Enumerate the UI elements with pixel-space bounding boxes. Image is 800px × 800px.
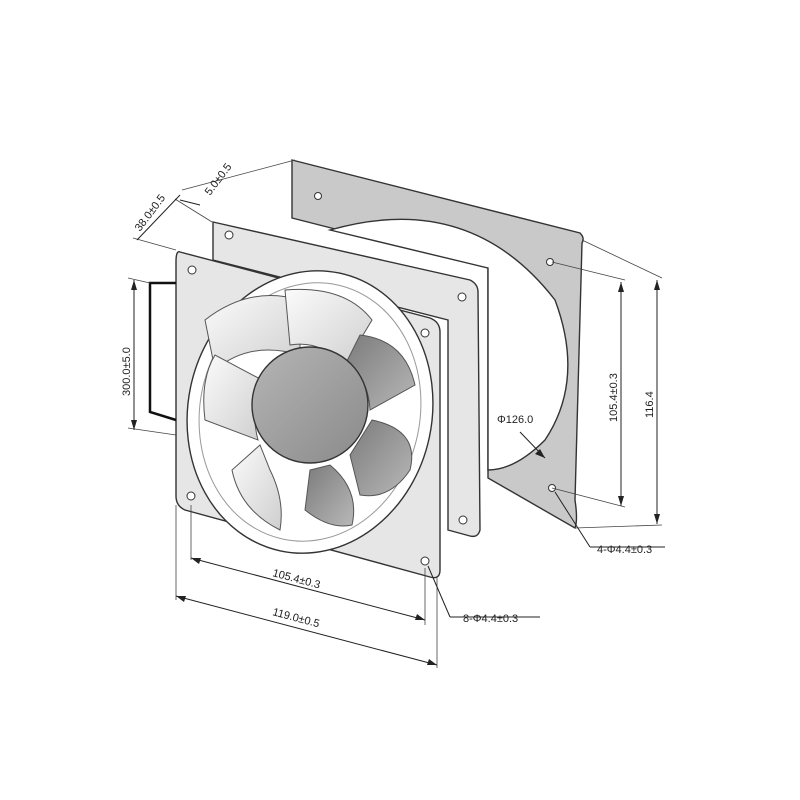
dim-front-holes: 8-Φ4.4±0.3 xyxy=(463,613,518,625)
fan-blade xyxy=(349,419,413,497)
front-mount-hole xyxy=(187,265,197,275)
fan-blade xyxy=(231,444,282,531)
fan-blade xyxy=(304,464,355,527)
fan-hub xyxy=(251,346,369,464)
dim-diameter: Φ126.0 xyxy=(497,414,533,426)
lead-wire xyxy=(148,281,177,422)
front-mount-hole xyxy=(420,328,430,338)
rear-mount-hole xyxy=(314,192,322,200)
dim-flange: 5.0±0.5 xyxy=(203,161,235,197)
dim-cable-length: 300.0±5.0 xyxy=(121,347,133,396)
dim-rear-holes: 4-Φ4.4±0.3 xyxy=(597,544,652,556)
dimension-lines xyxy=(127,159,665,668)
front-mount-hole xyxy=(420,556,430,566)
front-mount-hole xyxy=(186,491,196,501)
fan-blades xyxy=(203,288,416,531)
fan-housing-side xyxy=(212,221,481,538)
dim-side-overall: 116.4 xyxy=(644,391,656,418)
rear-gasket xyxy=(291,159,584,530)
fan-blade xyxy=(284,288,373,366)
dim-bottom-overall: 119.0±0.5 xyxy=(271,606,321,630)
dim-side-hole-pitch: 105.4±0.3 xyxy=(608,373,620,422)
fan-front-frame xyxy=(175,251,441,579)
dim-bottom-hole-pitch: 105.4±0.3 xyxy=(271,567,321,591)
